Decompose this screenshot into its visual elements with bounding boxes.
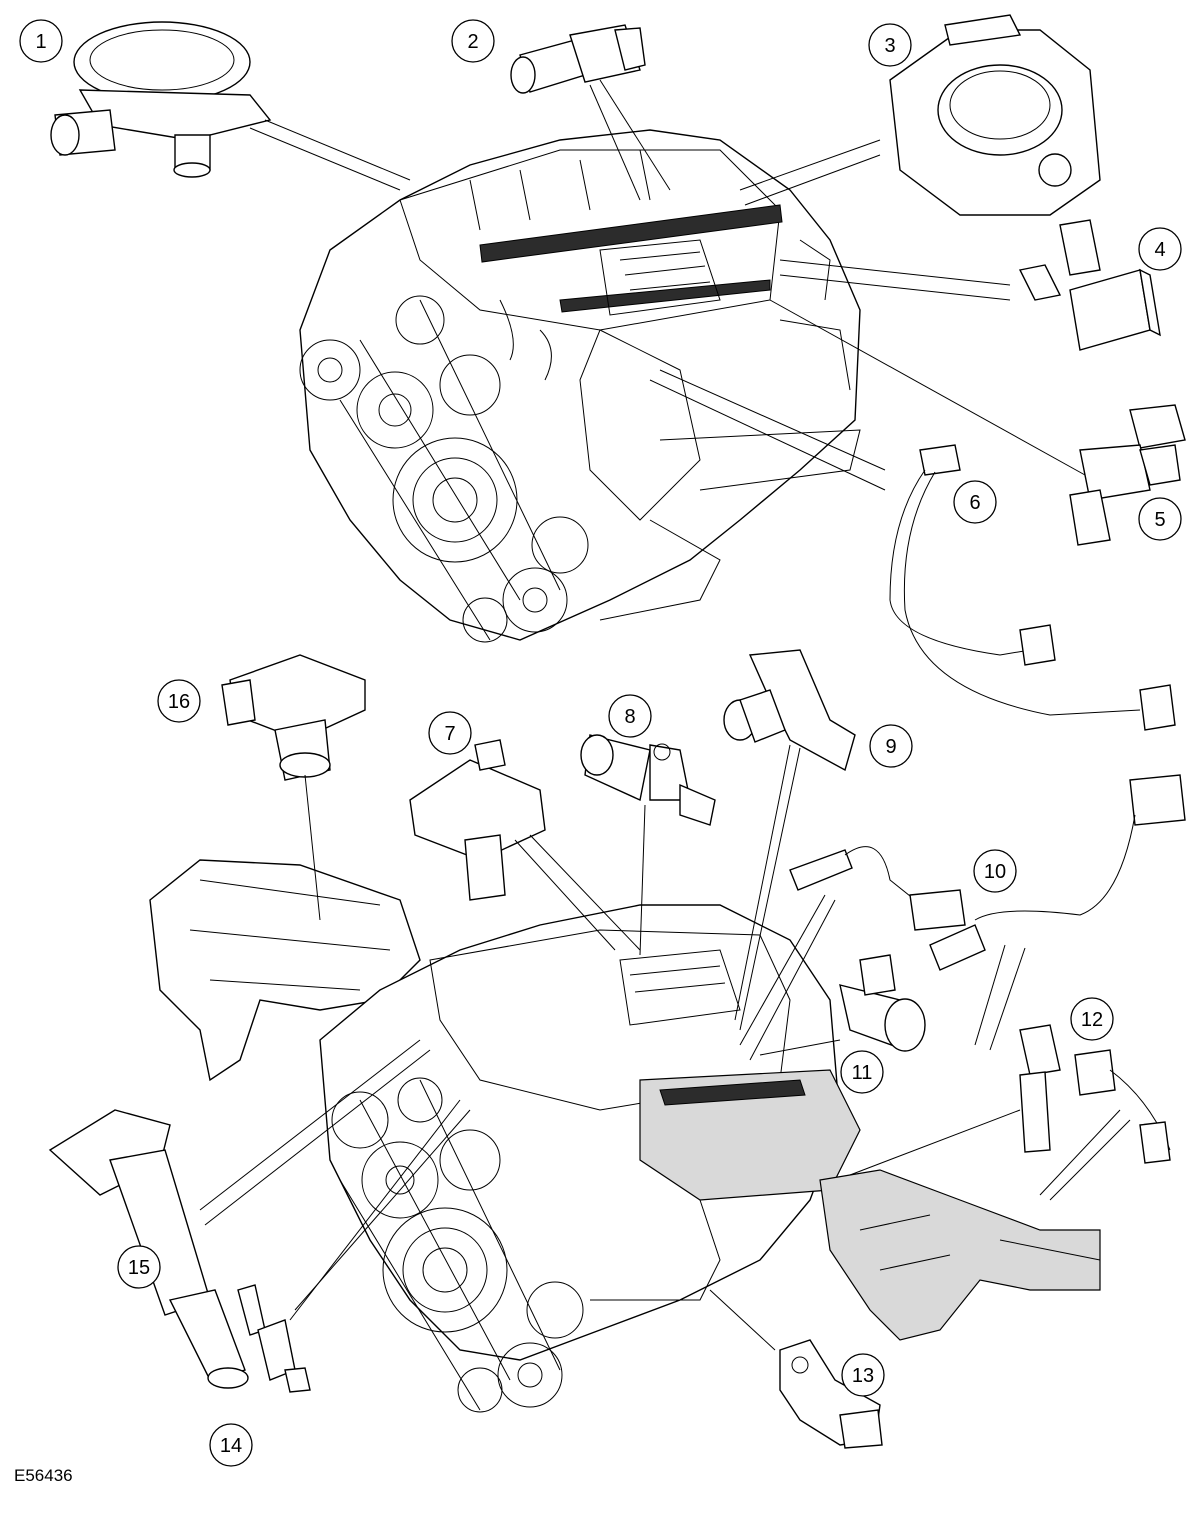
- callout-16-label: 16: [168, 691, 190, 713]
- callout-5-label: 5: [1154, 509, 1165, 531]
- callout-11: 11: [840, 1050, 884, 1094]
- lower-engine-illustration: [149, 859, 1101, 1413]
- component-downstream-oxygen-sensors: [1019, 1024, 1171, 1164]
- callout-12: 12: [1070, 997, 1114, 1041]
- component-spark-plug: [237, 1284, 311, 1393]
- component-knock-sensor-harness: [889, 444, 1176, 731]
- callout-10: 10: [973, 849, 1017, 893]
- callout-2: 2: [451, 19, 495, 63]
- component-camshaft-sensor: [580, 734, 716, 826]
- callout-3-label: 3: [884, 35, 895, 57]
- component-map-sensor: [409, 739, 546, 901]
- component-oxygen-sensors: [789, 774, 1186, 971]
- callout-13-label: 13: [852, 1365, 874, 1387]
- callout-5: 5: [1138, 497, 1182, 541]
- callout-1-label: 1: [35, 31, 46, 53]
- component-control-module: [1018, 219, 1161, 351]
- callout-3: 3: [868, 23, 912, 67]
- callout-6: 6: [953, 480, 997, 524]
- callout-8: 8: [608, 694, 652, 738]
- callout-14-label: 14: [220, 1435, 242, 1457]
- component-ignition-coil: [48, 1109, 249, 1389]
- callout-14: 14: [209, 1423, 253, 1467]
- component-temperature-sensor: [510, 24, 646, 94]
- upper-engine-illustration: [299, 129, 861, 643]
- callout-9: 9: [869, 724, 913, 768]
- component-position-sensor: [779, 1339, 883, 1449]
- callout-1: 1: [19, 19, 63, 63]
- callout-15: 15: [117, 1245, 161, 1289]
- component-fuel-injector: [1069, 404, 1186, 546]
- callout-4: 4: [1138, 227, 1182, 271]
- component-throttle-body: [889, 14, 1101, 216]
- component-crankshaft-sensor: [839, 954, 926, 1052]
- leader-lines: [199, 79, 1131, 1351]
- callout-4-label: 4: [1154, 239, 1165, 261]
- component-oil-separator: [50, 21, 272, 178]
- callout-6-label: 6: [969, 492, 980, 514]
- callout-7: 7: [428, 711, 472, 755]
- callout-7-label: 7: [444, 723, 455, 745]
- callout-9-label: 9: [885, 736, 896, 758]
- callout-10-label: 10: [984, 861, 1006, 883]
- callout-11-label: 11: [852, 1062, 873, 1084]
- callout-12-label: 12: [1081, 1009, 1103, 1031]
- callout-2-label: 2: [467, 31, 478, 53]
- callout-15-label: 15: [128, 1257, 150, 1279]
- callout-8-label: 8: [624, 706, 635, 728]
- component-maf-sensor: [221, 654, 366, 781]
- figure-reference-code: E56436: [14, 1466, 73, 1485]
- callout-13: 13: [841, 1353, 885, 1397]
- callout-16: 16: [157, 679, 201, 723]
- component-pressure-sensor: [723, 649, 856, 772]
